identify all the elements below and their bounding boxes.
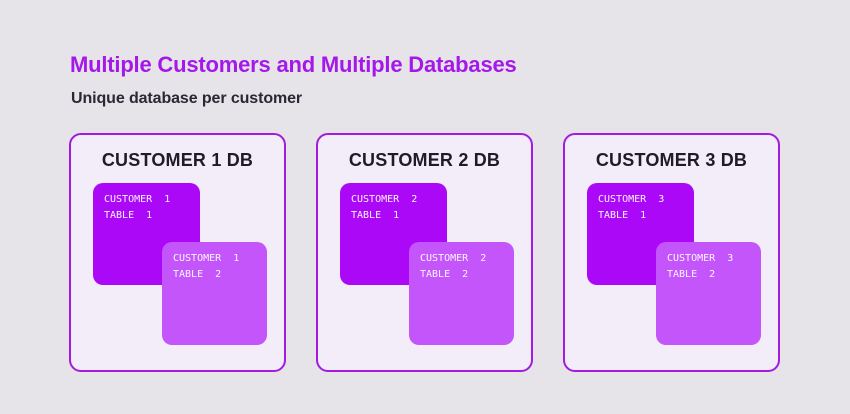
db-card-customer-3: CUSTOMER 3 DB CUSTOMER 3 TABLE 1 CUSTOME…: [563, 133, 780, 372]
table-box-line: CUSTOMER 1: [104, 194, 171, 205]
table-box-customer-1-table-1: CUSTOMER 1 TABLE 1: [93, 183, 200, 285]
db-card-title: CUSTOMER 1 DB: [101, 150, 254, 170]
table-box-line: CUSTOMER 2: [351, 194, 418, 205]
table-box-line: CUSTOMER 3: [667, 253, 734, 264]
page-title: Multiple Customers and Multiple Database…: [70, 52, 517, 77]
table-box-line: TABLE 2: [420, 268, 469, 280]
table-box-customer-2-table-2: CUSTOMER 2 TABLE 2: [409, 242, 514, 345]
db-card-title: CUSTOMER 3 DB: [595, 150, 748, 170]
db-card-title: CUSTOMER 2 DB: [348, 150, 501, 170]
table-box-line: CUSTOMER 1: [173, 253, 240, 264]
table-box-line: CUSTOMER 2: [420, 253, 487, 264]
table-box-line: CUSTOMER 3: [598, 194, 665, 205]
db-card-customer-2: CUSTOMER 2 DB CUSTOMER 2 TABLE 1 CUSTOME…: [316, 133, 533, 372]
table-box-line: TABLE 1: [351, 209, 400, 221]
table-box-line: TABLE 2: [173, 268, 222, 280]
db-card-customer-1: CUSTOMER 1 DB CUSTOMER 1 TABLE 1 CUSTOME…: [69, 133, 286, 372]
table-box-line: TABLE 2: [667, 268, 716, 280]
page-subtitle: Unique database per customer: [71, 90, 303, 107]
table-box-line: TABLE 1: [598, 209, 647, 221]
table-box-customer-1-table-2: CUSTOMER 1 TABLE 2: [162, 242, 267, 345]
table-box-line: TABLE 1: [104, 209, 153, 221]
db-cards-row: CUSTOMER 1 DB CUSTOMER 1 TABLE 1 CUSTOME…: [69, 133, 780, 372]
table-box-customer-3-table-2: CUSTOMER 3 TABLE 2: [656, 242, 761, 345]
